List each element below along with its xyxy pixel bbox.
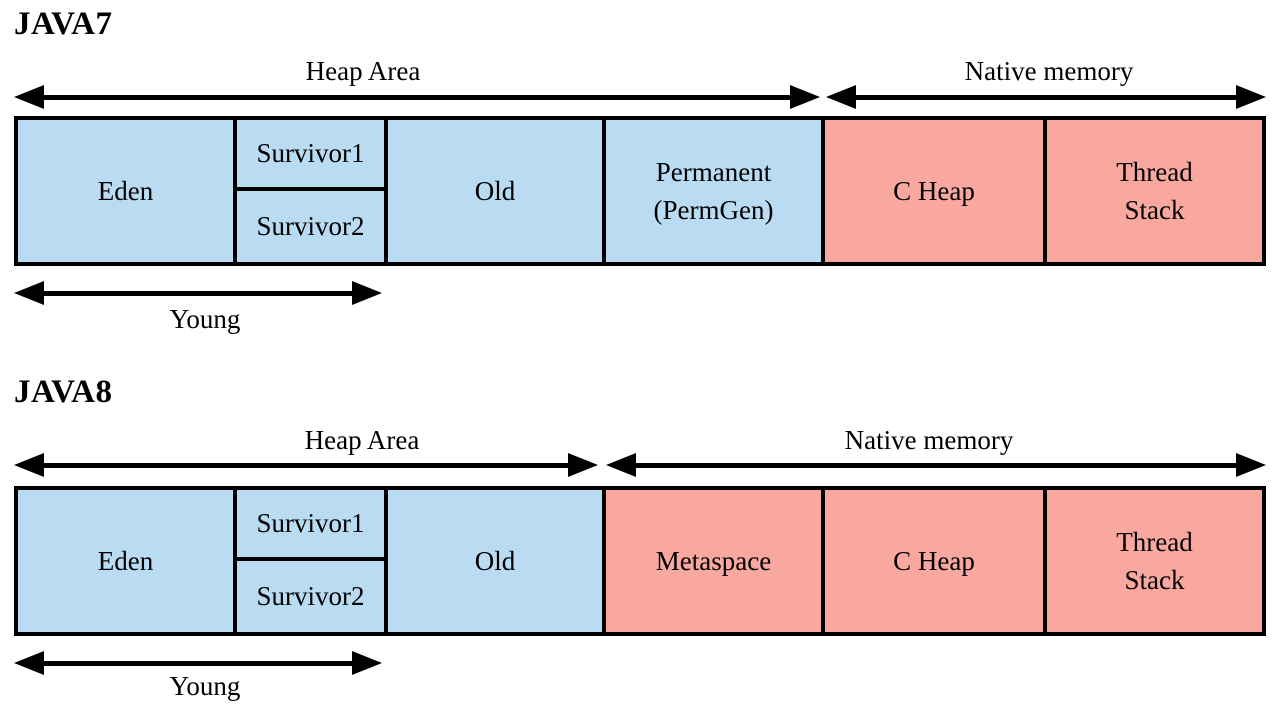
box-label: Eden (97, 545, 154, 576)
java8-native-memory-arrow (606, 452, 1266, 478)
box-label: Metaspace (655, 545, 772, 576)
java7-box-survivors: Survivor1 Survivor2 (237, 120, 388, 262)
java7-box-survivor1: Survivor1 (237, 120, 384, 191)
arrow-shaft (634, 462, 1238, 468)
java8-heap-area-arrow (14, 452, 598, 478)
arrowhead-right-icon (352, 651, 382, 675)
java8-box-old: Old (388, 490, 606, 632)
java7-box-thread-stack: Thread Stack (1047, 120, 1262, 262)
java7-young-label: Young (169, 304, 241, 334)
java7-title: JAVA7 (14, 6, 113, 42)
java7-native-memory-label: Native memory (964, 56, 1134, 86)
java8-box-survivor2: Survivor2 (237, 561, 384, 632)
box-label-line1: Thread (1116, 156, 1193, 187)
arrowhead-left-icon (14, 651, 44, 675)
arrowhead-left-icon (606, 453, 636, 477)
box-label: Survivor2 (256, 211, 365, 242)
java7-native-memory-arrow (826, 84, 1266, 110)
java8-native-memory-label: Native memory (844, 425, 1014, 455)
java7-box-survivor2: Survivor2 (237, 191, 384, 262)
arrow-shaft (42, 94, 792, 100)
java8-box-c-heap: C Heap (825, 490, 1047, 632)
java8-box-metaspace: Metaspace (606, 490, 825, 632)
arrowhead-right-icon (790, 85, 820, 109)
arrowhead-right-icon (1236, 453, 1266, 477)
box-label: C Heap (893, 175, 975, 206)
java8-box-survivor1: Survivor1 (237, 490, 384, 561)
java7-young-arrow (14, 280, 382, 306)
arrowhead-left-icon (14, 281, 44, 305)
box-label: Survivor1 (256, 138, 365, 169)
arrow-shaft (42, 462, 570, 468)
arrowhead-right-icon (352, 281, 382, 305)
box-label: Eden (97, 175, 154, 206)
arrowhead-right-icon (568, 453, 598, 477)
box-label: Survivor2 (256, 581, 365, 612)
java8-box-eden: Eden (18, 490, 237, 632)
java8-box-thread-stack: Thread Stack (1047, 490, 1262, 632)
java7-heap-area-label: Heap Area (305, 56, 421, 86)
box-label: Old (474, 545, 516, 576)
box-label-line2: Stack (1124, 565, 1185, 595)
java8-young-label: Young (169, 671, 241, 701)
box-label-line1: Permanent (655, 156, 772, 187)
java7-heap-area-arrow (14, 84, 820, 110)
java8-title: JAVA8 (14, 374, 113, 410)
box-label: C Heap (893, 545, 975, 576)
java8-heap-area-label: Heap Area (304, 425, 420, 455)
java8-memory-row: Eden Survivor1 Survivor2 Old Metaspace C… (14, 486, 1266, 636)
box-label: Old (474, 175, 516, 206)
box-label-line2: (PermGen) (653, 195, 774, 225)
java7-box-permanent: Permanent (PermGen) (606, 120, 825, 262)
java7-box-c-heap: C Heap (825, 120, 1047, 262)
java8-box-survivors: Survivor1 Survivor2 (237, 490, 388, 632)
box-label-line1: Thread (1116, 526, 1193, 557)
java7-box-old: Old (388, 120, 606, 262)
box-label: Survivor1 (256, 508, 365, 539)
arrowhead-left-icon (826, 85, 856, 109)
arrow-shaft (42, 660, 354, 666)
java8-young-arrow (14, 650, 382, 676)
arrow-shaft (854, 94, 1238, 100)
arrowhead-right-icon (1236, 85, 1266, 109)
java7-box-eden: Eden (18, 120, 237, 262)
box-label-line2: Stack (1124, 195, 1185, 225)
arrowhead-left-icon (14, 453, 44, 477)
arrowhead-left-icon (14, 85, 44, 109)
java7-memory-row: Eden Survivor1 Survivor2 Old Permanent (… (14, 116, 1266, 266)
arrow-shaft (42, 290, 354, 296)
